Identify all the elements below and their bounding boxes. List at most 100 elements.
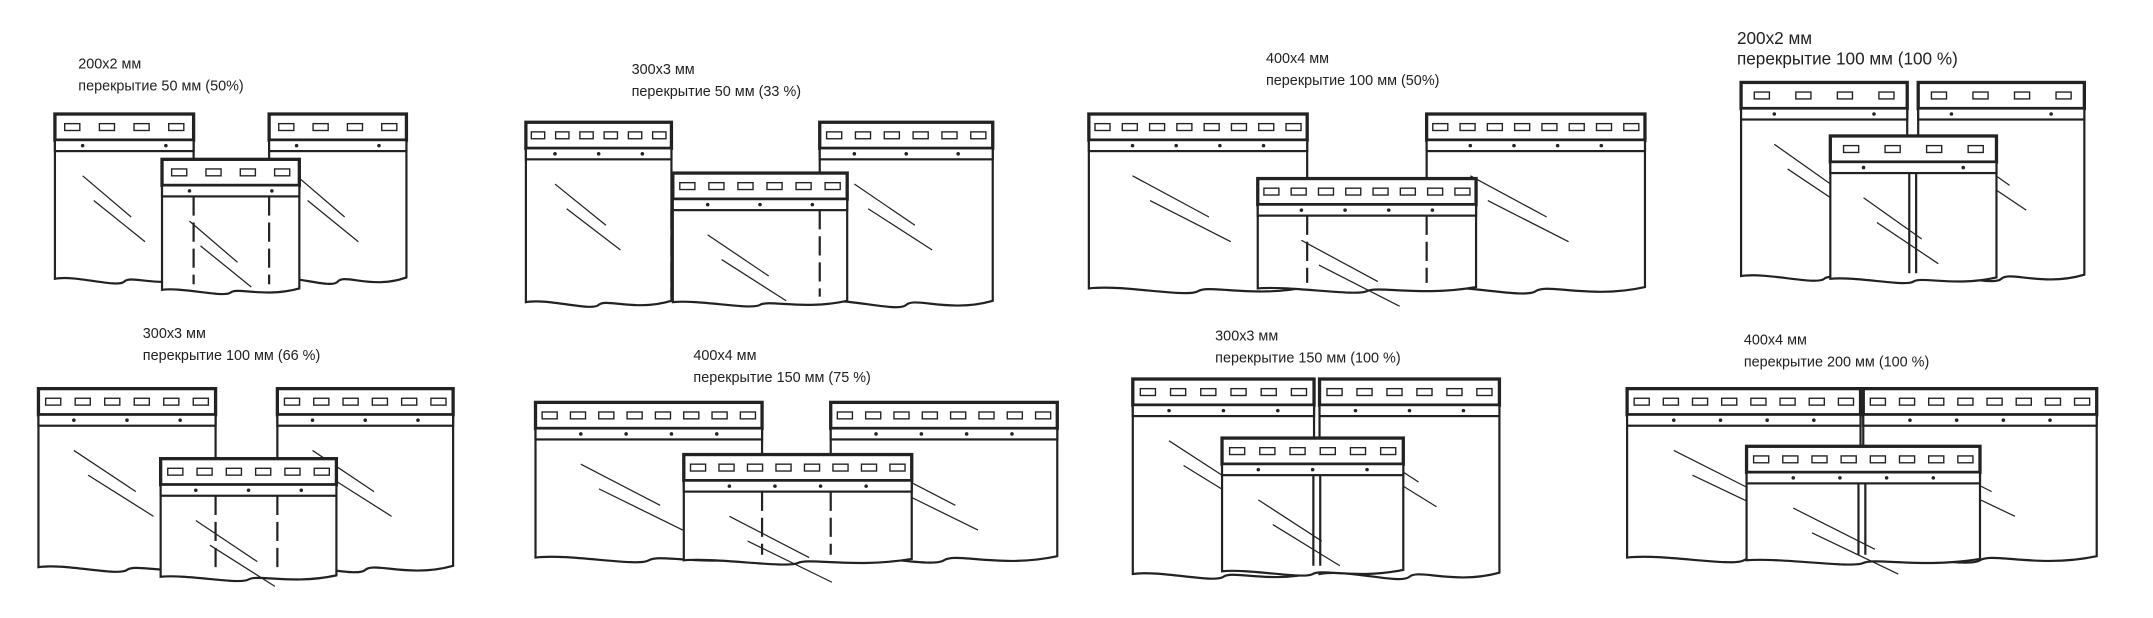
rivet-icon — [1949, 112, 1954, 116]
slot-icon — [1623, 122, 1640, 132]
glass-hatch — [1149, 199, 1232, 243]
strip-header — [267, 112, 409, 142]
rivet-icon — [1299, 208, 1304, 212]
slot-icon — [1811, 455, 1828, 464]
glass-hatch — [195, 519, 258, 563]
slot-icon — [1486, 122, 1504, 132]
slot-icon — [708, 181, 725, 191]
slot-icon — [104, 397, 121, 406]
strip-header — [159, 457, 339, 487]
front-strip — [1256, 176, 1478, 307]
slot-icon — [2055, 91, 2072, 100]
slot-icon — [2013, 91, 2031, 100]
strip-header — [36, 386, 218, 417]
slot-icon — [1446, 387, 1463, 397]
glass-hatch — [1272, 524, 1341, 567]
slot-icon — [737, 181, 754, 191]
glass-hatch — [87, 474, 154, 517]
rivet-icon — [1718, 418, 1723, 423]
mounting-band — [1862, 413, 2098, 427]
slot-icon — [74, 397, 91, 406]
slot-icon — [1842, 144, 1860, 154]
slot-icon — [1837, 397, 1855, 406]
rivet-icon — [818, 484, 823, 488]
slot-icon — [1356, 387, 1373, 397]
slot-icon — [824, 181, 841, 191]
mounting-band — [1745, 471, 1982, 485]
slot-icon — [1432, 122, 1449, 132]
rivet-icon — [164, 143, 168, 148]
rivet-icon — [1221, 408, 1226, 413]
mounting-band — [1917, 107, 2086, 121]
glass-hatch — [209, 544, 276, 587]
strip-header — [1828, 134, 1999, 164]
rivet-icon — [1961, 165, 1966, 170]
rivet-icon — [2048, 418, 2052, 423]
slot-icon — [1203, 122, 1220, 132]
overlap-label: перекрытие 100 мм (100 %) — [1737, 49, 1958, 69]
slot-icon — [2015, 397, 2032, 406]
slot-icon — [978, 411, 995, 420]
slot-icon — [1034, 411, 1052, 420]
glass-hatch — [93, 200, 146, 243]
rivet-icon — [640, 152, 645, 156]
rivet-icon — [596, 152, 601, 156]
slot-icon — [273, 168, 291, 177]
slot-icon — [1148, 122, 1166, 132]
slot-icon — [1259, 446, 1276, 456]
strip-header — [1087, 112, 1309, 142]
slot-icon — [1869, 397, 1887, 406]
rivet-icon — [810, 202, 815, 207]
strip-header — [1317, 377, 1502, 407]
overlap-label: перекрытие 100 мм (66 %) — [143, 348, 320, 364]
slot-icon — [346, 122, 364, 132]
mounting-band — [53, 139, 195, 153]
slot-icon — [381, 122, 398, 132]
slot-icon — [1290, 387, 1308, 397]
strip-header — [524, 120, 674, 150]
slot-icon — [1568, 122, 1585, 132]
mounting-band — [1626, 413, 1862, 427]
slot-icon — [766, 181, 783, 191]
slot-icon — [283, 397, 301, 406]
slot-icon — [679, 181, 696, 191]
slot-icon — [825, 131, 843, 140]
rivet-icon — [1791, 476, 1796, 480]
rivet-icon — [246, 488, 251, 493]
glass-hatch — [1257, 499, 1323, 542]
mounting-band — [268, 139, 408, 153]
slot-icon — [1720, 397, 1738, 406]
slot-icon — [603, 131, 619, 140]
slot-icon — [860, 463, 878, 472]
rivet-icon — [1407, 408, 1412, 413]
strip-header — [1220, 436, 1405, 466]
rivet-icon — [1861, 165, 1866, 170]
slot-icon — [541, 411, 558, 420]
slot-icon — [1898, 397, 1916, 406]
slot-icon — [746, 463, 764, 472]
slot-icon — [530, 131, 546, 140]
slot-icon — [1957, 455, 1974, 464]
glass-hatch — [1773, 143, 1833, 186]
slot-icon — [1386, 387, 1403, 397]
slot-icon — [627, 131, 643, 140]
slot-icon — [1633, 397, 1650, 406]
slot-icon — [889, 463, 906, 472]
rivet-icon — [310, 418, 315, 423]
slot-icon — [921, 411, 939, 420]
slot-icon — [1290, 187, 1307, 196]
rivet-icon — [1430, 208, 1435, 212]
slot-icon — [1595, 122, 1613, 132]
rivet-icon — [1838, 476, 1842, 480]
slot-icon — [167, 467, 184, 476]
rivet-icon — [1884, 476, 1889, 480]
strip-header — [1625, 386, 1863, 417]
slot-icon — [1326, 387, 1343, 397]
rivet-icon — [919, 432, 924, 436]
front-strip — [671, 171, 849, 308]
overlap-label: перекрытие 50 мм (33 %) — [632, 84, 801, 100]
glass-hatch — [307, 200, 359, 243]
rivet-icon — [187, 189, 192, 193]
slot-icon — [312, 122, 329, 132]
strip-header — [671, 171, 849, 201]
